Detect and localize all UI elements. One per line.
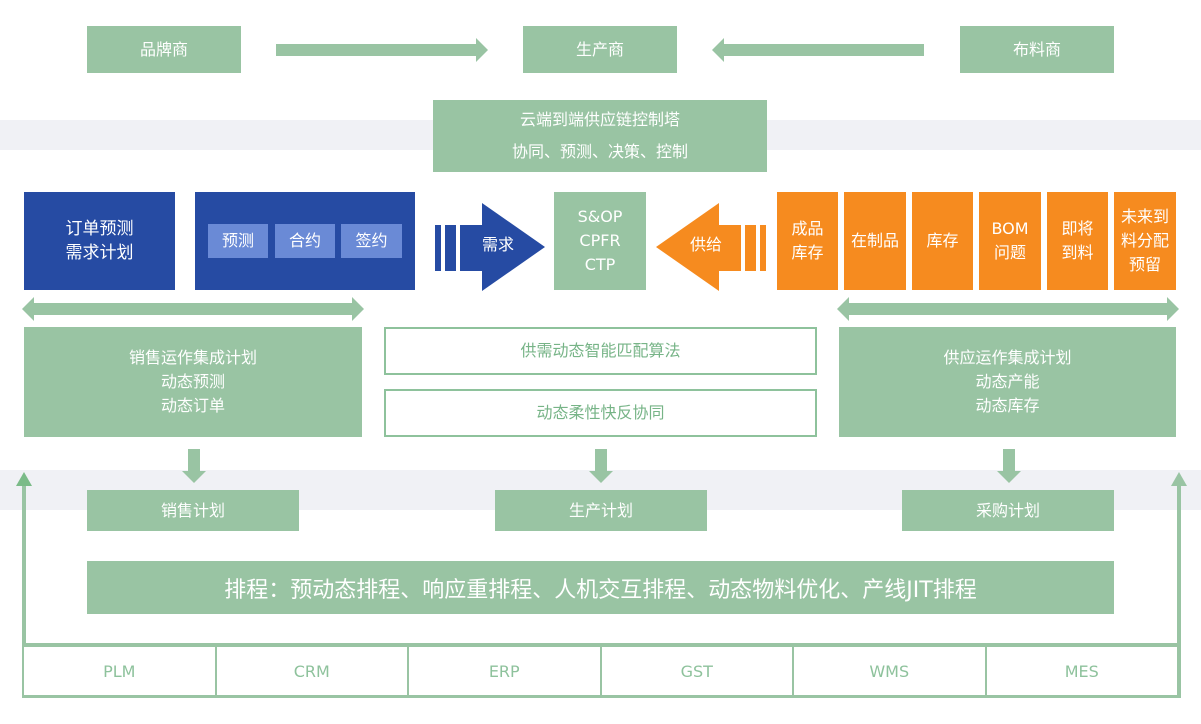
supply-ops-line: 动态库存 <box>975 396 1040 415</box>
supply-item-line: 料分配 <box>1120 231 1169 250</box>
system-label: PLM <box>103 661 136 681</box>
plan-label: 采购计划 <box>975 500 1040 520</box>
sales-ops-box: 销售运作集成计划 动态预测 动态订单 <box>24 327 362 437</box>
demand-plan-line: 需求计划 <box>65 243 134 263</box>
supply-item-line: 成品 <box>791 219 824 238</box>
systems-row: PLM CRM ERP GST WMS MES <box>24 643 1177 695</box>
sales-ops-line: 销售运作集成计划 <box>128 348 257 367</box>
system-label: ERP <box>488 661 520 681</box>
sub-item-label: 签约 <box>355 231 388 250</box>
sales-ops-line: 动态预测 <box>160 372 225 391</box>
supply-item-line: 问题 <box>993 243 1026 262</box>
control-tower-box: 云端到端供应链控制塔 协同、预测、决策、控制 <box>433 100 767 172</box>
system-label: WMS <box>869 661 910 681</box>
supply-item-line: 库存 <box>791 243 824 262</box>
brand-box: 品牌商 <box>87 26 241 73</box>
demand-arrow <box>435 203 545 291</box>
supply-item-inventory: 库存 <box>912 192 973 290</box>
fabric-supplier-box: 布料商 <box>960 26 1114 73</box>
system-cell-gst: GST <box>602 647 794 695</box>
arrow-right-brand-to-manufacturer <box>276 38 488 62</box>
system-cell-plm: PLM <box>24 647 217 695</box>
sub-item-forecast: 预测 <box>208 224 268 258</box>
control-tower-title: 云端到端供应链控制塔 <box>519 110 680 129</box>
fabric-supplier-label: 布料商 <box>1012 39 1061 59</box>
algorithm-label: 动态柔性快反协同 <box>536 403 665 422</box>
sop-line: CPFR <box>579 231 621 250</box>
supply-item-line: 未来到 <box>1120 207 1169 226</box>
sub-item-label: 合约 <box>288 231 321 250</box>
sop-line: S&OP <box>577 207 623 226</box>
supply-item-line: 库存 <box>926 231 959 250</box>
plan-label: 销售计划 <box>160 500 225 520</box>
algorithm-box-matching: 供需动态智能匹配算法 <box>384 327 817 375</box>
supply-item-incoming: 即将 到料 <box>1047 192 1108 290</box>
sub-item-signing: 签约 <box>341 224 402 258</box>
demand-arrow-label: 需求 <box>481 235 514 254</box>
double-arrow-supply <box>837 297 1179 321</box>
supply-ops-box: 供应运作集成计划 动态产能 动态库存 <box>839 327 1176 437</box>
production-plan-box: 生产计划 <box>495 490 707 531</box>
sales-ops-line: 动态订单 <box>160 396 225 415</box>
supply-item-line: 到料 <box>1061 243 1094 262</box>
scheduling-bar: 排程：预动态排程、响应重排程、人机交互排程、动态物料优化、产线JIT排程 <box>87 561 1114 614</box>
supply-ops-line: 供应运作集成计划 <box>943 348 1072 367</box>
system-cell-wms: WMS <box>794 647 987 695</box>
demand-plan-box: 订单预测 需求计划 <box>24 192 175 290</box>
supply-arrow <box>656 203 766 291</box>
feedback-frame <box>16 472 1187 698</box>
double-arrow-demand <box>22 297 364 321</box>
supply-item-finished-goods: 成品 库存 <box>777 192 838 290</box>
supply-item-wip: 在制品 <box>844 192 906 290</box>
supply-item-line: BOM <box>991 219 1029 238</box>
supply-arrow-label: 供给 <box>689 235 722 254</box>
system-cell-erp: ERP <box>409 647 602 695</box>
system-label: CRM <box>293 661 330 681</box>
sop-box: S&OP CPFR CTP <box>554 192 646 290</box>
down-arrow-sales <box>182 449 206 483</box>
system-label: MES <box>1064 661 1099 681</box>
supply-item-allocation: 未来到 料分配 预留 <box>1114 192 1176 290</box>
supply-item-line: 预留 <box>1128 255 1161 274</box>
control-tower-subtitle: 协同、预测、决策、控制 <box>511 142 688 161</box>
brand-label: 品牌商 <box>139 39 188 59</box>
supply-item-line: 即将 <box>1061 219 1094 238</box>
supply-ops-line: 动态产能 <box>975 372 1040 391</box>
algorithm-box-flexible: 动态柔性快反协同 <box>384 389 817 437</box>
down-arrow-procurement <box>997 449 1021 483</box>
plan-label: 生产计划 <box>568 500 633 520</box>
algorithm-label: 供需动态智能匹配算法 <box>520 341 681 360</box>
demand-plan-line: 订单预测 <box>65 219 134 239</box>
arrow-left-fabric-to-manufacturer <box>712 38 924 62</box>
sales-plan-box: 销售计划 <box>87 490 299 531</box>
down-arrow-production <box>589 449 613 483</box>
sop-line: CTP <box>584 255 616 274</box>
scheduling-label: 排程：预动态排程、响应重排程、人机交互排程、动态物料优化、产线JIT排程 <box>224 577 977 603</box>
sub-item-contract: 合约 <box>275 224 335 258</box>
supply-item-bom: BOM 问题 <box>979 192 1041 290</box>
sub-item-label: 预测 <box>221 231 254 250</box>
supply-item-line: 在制品 <box>850 231 899 250</box>
demand-subitems-box: 预测 合约 签约 <box>195 192 415 290</box>
system-cell-mes: MES <box>987 647 1178 695</box>
manufacturer-box: 生产商 <box>523 26 677 73</box>
manufacturer-label: 生产商 <box>575 39 624 59</box>
system-label: GST <box>680 661 713 681</box>
procurement-plan-box: 采购计划 <box>902 490 1114 531</box>
system-cell-crm: CRM <box>217 647 409 695</box>
